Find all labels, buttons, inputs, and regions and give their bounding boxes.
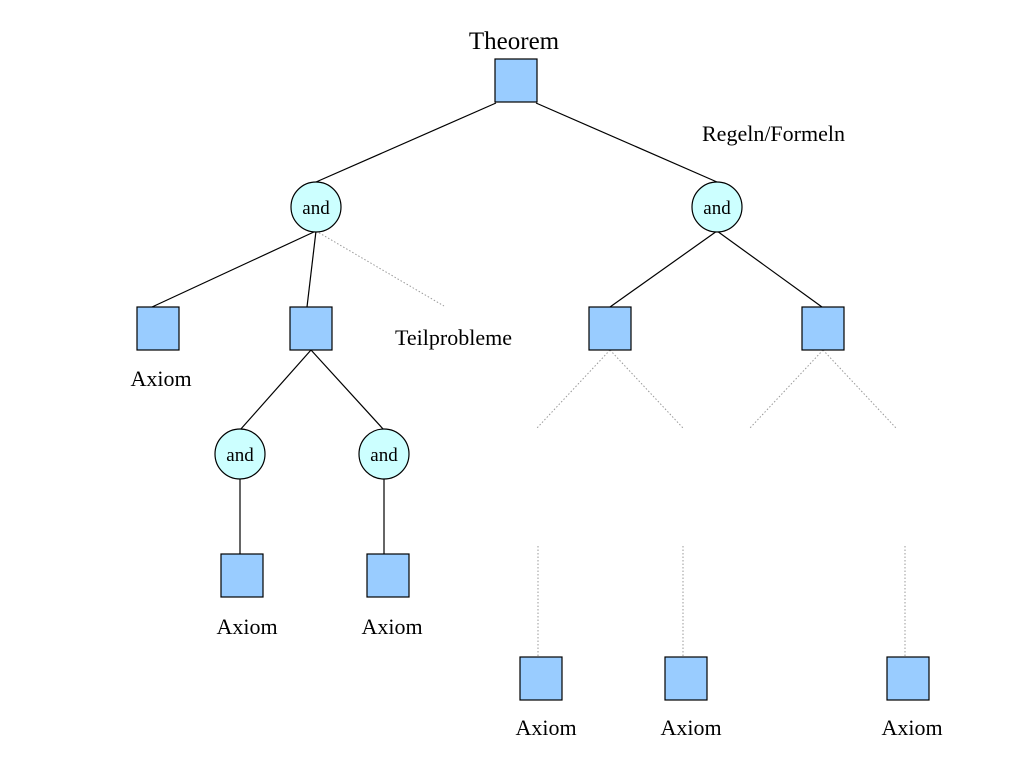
dotted-edge-n1-right	[609, 349, 684, 429]
axiom-node-bottom-2	[664, 656, 708, 701]
rules-label: Regeln/Formeln	[702, 121, 845, 146]
square-nodes	[136, 58, 930, 701]
axiom-node-bottom-1	[519, 656, 563, 701]
theorem-node	[494, 58, 538, 103]
dotted-edge-n2-right	[822, 349, 897, 429]
axiom-label-left: Axiom	[130, 366, 191, 391]
and-label-b: and	[370, 445, 398, 466]
axiom-label-bottom-1: Axiom	[515, 715, 576, 740]
edge-and-right-node2	[716, 230, 823, 308]
axiom-node-left	[136, 306, 180, 351]
subproblem-node	[289, 306, 333, 351]
and-label-a: and	[226, 445, 254, 466]
edge-root-and-right	[535, 102, 718, 183]
and-node-left	[290, 181, 342, 233]
axiom-labels: Axiom Axiom Axiom Axiom Axiom Axiom	[130, 366, 942, 740]
and-label-left: and	[302, 198, 330, 219]
theorem-title: Theorem	[469, 28, 560, 55]
axiom-label-bottom-3: Axiom	[881, 715, 942, 740]
dotted-edge-n2-left	[749, 349, 824, 429]
edge-and-left-node	[306, 230, 317, 308]
axiom-node-b	[366, 553, 410, 598]
edge-and-left-axiom	[151, 230, 317, 308]
axiom-label-a: Axiom	[216, 614, 277, 639]
axiom-node-a	[220, 553, 264, 598]
right-node-1	[588, 306, 632, 351]
axiom-label-bottom-2: Axiom	[660, 715, 721, 740]
edge-and-right-node1	[609, 230, 718, 308]
and-label-right: and	[703, 198, 731, 219]
solid-edges	[151, 102, 823, 554]
dotted-edges	[315, 230, 906, 656]
axiom-node-bottom-3	[886, 656, 930, 701]
edge-root-and-left	[315, 102, 497, 183]
and-node-a	[214, 428, 266, 480]
and-labels: and and and and	[226, 198, 731, 466]
dotted-edge-teilprobleme	[315, 230, 445, 307]
and-nodes	[214, 181, 743, 480]
axiom-label-b: Axiom	[361, 614, 422, 639]
and-node-right	[691, 181, 743, 233]
right-node-2	[801, 306, 845, 351]
edge-node-and-b	[310, 349, 385, 431]
dotted-edge-n1-left	[536, 349, 611, 429]
and-node-b	[358, 428, 410, 480]
edge-node-and-a	[239, 349, 312, 431]
subproblems-label: Teilprobleme	[395, 325, 512, 350]
